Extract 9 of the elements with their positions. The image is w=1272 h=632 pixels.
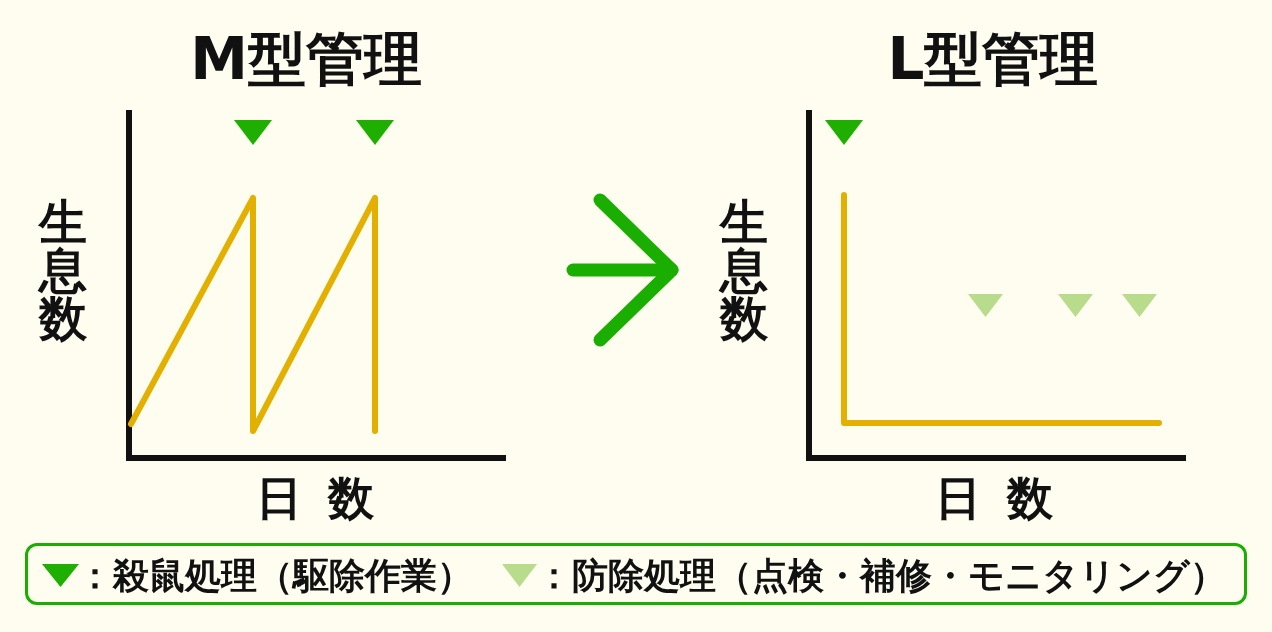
axis-label: 日 数 [935, 475, 1053, 521]
axis-label: 生息数 [39, 198, 87, 342]
legend-text: ：殺鼠処理（駆除作業） [77, 558, 473, 594]
legend-text: ：防除処理（点検・補修・モニタリング） [536, 558, 1226, 594]
arrow [566, 193, 679, 347]
chart-title: M型管理 [190, 30, 422, 88]
chart-title: L型管理 [887, 30, 1099, 88]
axis-label: 日 数 [256, 475, 374, 521]
axis-label: 生息数 [720, 198, 768, 342]
